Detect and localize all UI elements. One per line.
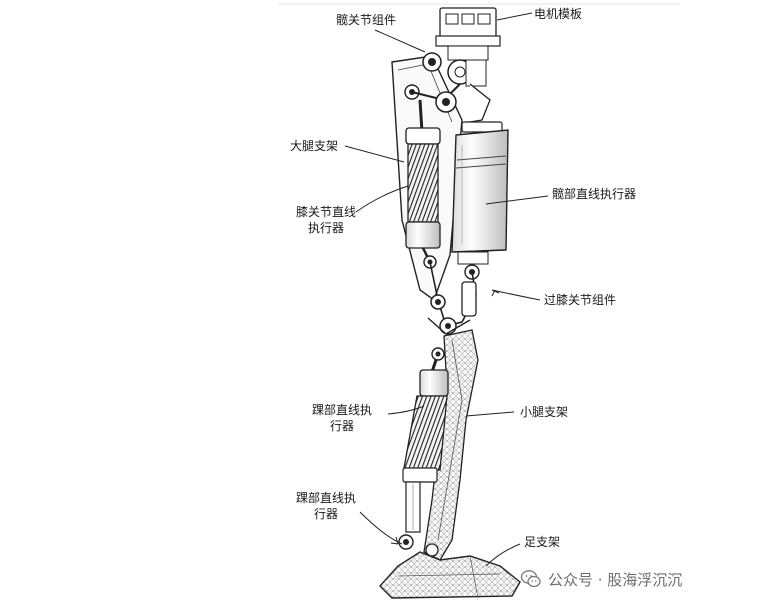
hyper-knee-assembly [427,261,477,335]
label-ankle-actuator-lower-line1: 踝部直线执 [296,491,357,505]
foot-frame [379,551,521,599]
label-knee-actuator-line1: 膝关节直线 [296,205,357,219]
label-ankle-actuator-lower-line2: 行器 [314,507,339,521]
watermark-text: 公众号 · 股海浮沉沉 [548,570,683,589]
label-knee-actuator: 膝关节直线 执行器 [296,204,356,236]
ankle-linear-actuator-lower [398,481,439,557]
hip-linear-actuator [451,121,509,280]
label-hip-actuator: 髋部直线执行器 [552,187,637,201]
wechat-icon [520,570,541,588]
label-ankle-actuator-upper-line1: 踝部直线执 [312,403,373,417]
label-foot-frame: 足支架 [524,535,561,549]
knee-linear-actuator [405,99,441,269]
ankle-linear-actuator-upper [402,347,449,483]
label-hip-joint: 髋关节组件 [336,13,397,27]
leader-lines [344,12,549,567]
label-motor-plate: 电机模板 [534,7,583,21]
watermark: 公众号 · 股海浮沉沉 [520,568,682,590]
hip-joint-assembly [404,52,491,123]
motor-plate [435,7,501,61]
label-ankle-actuator-upper-line2: 行器 [330,419,355,433]
label-knee-actuator-line2: 执行器 [308,221,345,235]
label-ankle-actuator-upper: 踝部直线执 行器 [312,402,372,434]
label-hyper-knee: 过膝关节组件 [544,293,617,307]
label-ankle-actuator-lower: 踝部直线执 行器 [296,490,356,522]
label-shank-frame: 小腿支架 [520,405,569,419]
label-thigh-frame: 大腿支架 [290,139,339,153]
